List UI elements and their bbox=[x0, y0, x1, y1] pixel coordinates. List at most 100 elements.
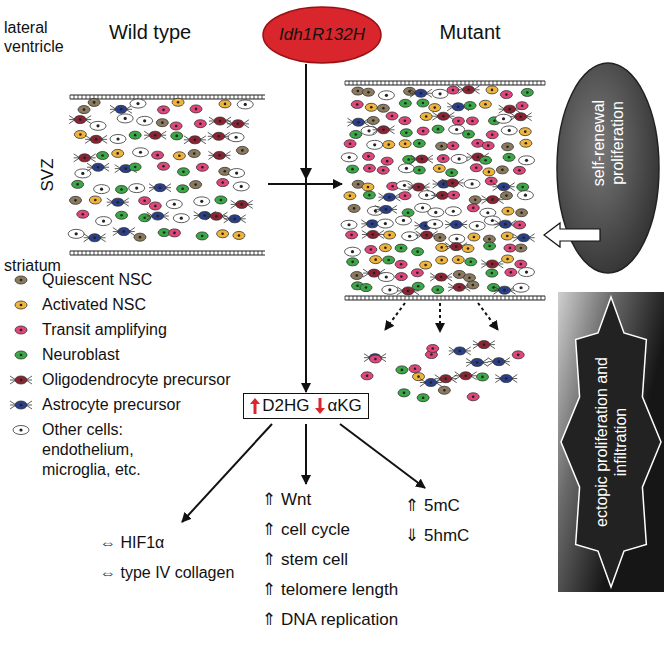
cell bbox=[513, 166, 525, 174]
cell bbox=[447, 86, 459, 94]
cell bbox=[345, 247, 361, 256]
cell bbox=[404, 87, 416, 95]
cell bbox=[515, 244, 527, 252]
cell bbox=[520, 139, 532, 147]
cell bbox=[97, 152, 109, 160]
ventricle-wall bbox=[345, 296, 545, 300]
cell bbox=[173, 152, 185, 160]
cell bbox=[402, 209, 414, 217]
cell bbox=[367, 117, 379, 125]
cell bbox=[379, 244, 391, 252]
cell bbox=[224, 215, 246, 223]
cell bbox=[399, 140, 411, 148]
cell bbox=[432, 89, 448, 98]
legend-swatch bbox=[6, 270, 36, 290]
cell bbox=[442, 179, 464, 187]
cell bbox=[116, 211, 128, 219]
panel-heading: Mutant bbox=[439, 20, 500, 44]
cell bbox=[217, 179, 229, 187]
cell-field bbox=[341, 86, 535, 295]
cell bbox=[112, 149, 124, 157]
cell bbox=[469, 196, 481, 204]
legend-label: Neuroblast bbox=[42, 345, 119, 365]
cell bbox=[437, 155, 449, 163]
cell bbox=[402, 232, 418, 241]
cell bbox=[400, 129, 412, 137]
cell bbox=[208, 132, 230, 140]
cell bbox=[417, 99, 429, 107]
cell bbox=[70, 196, 82, 204]
ventricle-wall bbox=[70, 95, 265, 99]
cell bbox=[233, 182, 249, 191]
cell bbox=[94, 185, 110, 194]
cell bbox=[177, 185, 189, 193]
legend-swatch bbox=[6, 295, 36, 315]
oval-node: Idh1R132H bbox=[262, 6, 382, 64]
cell bbox=[373, 126, 395, 134]
cell bbox=[417, 127, 429, 135]
cell bbox=[500, 192, 512, 200]
cell bbox=[90, 121, 106, 130]
cell bbox=[412, 248, 424, 256]
cell bbox=[231, 200, 253, 208]
cell bbox=[516, 102, 528, 110]
cell bbox=[495, 375, 517, 383]
cell bbox=[449, 125, 465, 134]
cell bbox=[519, 156, 535, 165]
cell bbox=[110, 105, 132, 113]
cell bbox=[503, 153, 515, 161]
legend-swatch bbox=[6, 395, 36, 415]
cell bbox=[432, 112, 454, 120]
cell bbox=[445, 221, 467, 229]
legend-row: Neuroblast bbox=[6, 345, 119, 365]
cell bbox=[399, 192, 411, 200]
cell bbox=[496, 166, 508, 174]
cell bbox=[502, 255, 514, 263]
cell bbox=[188, 150, 200, 158]
cell bbox=[110, 134, 126, 143]
cell bbox=[409, 365, 421, 373]
cell bbox=[434, 234, 446, 242]
cell bbox=[398, 389, 410, 397]
cell bbox=[382, 285, 398, 294]
cell bbox=[488, 358, 510, 366]
cell bbox=[420, 112, 432, 120]
cell bbox=[184, 136, 206, 144]
cell bbox=[451, 154, 467, 163]
cell bbox=[237, 100, 253, 109]
cell bbox=[377, 219, 393, 228]
cell bbox=[473, 341, 495, 349]
cell bbox=[362, 88, 374, 96]
cell bbox=[466, 358, 488, 366]
effect-arrow bbox=[305, 424, 307, 484]
cell bbox=[519, 268, 535, 277]
cell bbox=[466, 117, 478, 125]
metabolite-label: αKG bbox=[327, 396, 361, 416]
cell bbox=[502, 207, 514, 215]
gene-label: Idh1R132H bbox=[279, 25, 365, 45]
effect-label: ⇑ Wnt bbox=[262, 490, 311, 510]
cell bbox=[514, 221, 526, 229]
region-label: lateral ventricle bbox=[4, 18, 76, 56]
cell bbox=[227, 120, 249, 128]
legend-label: Astrocyte precursor bbox=[42, 395, 181, 415]
cell bbox=[467, 281, 479, 289]
cell bbox=[365, 246, 377, 254]
cell bbox=[74, 130, 86, 138]
cell bbox=[435, 375, 457, 383]
cell bbox=[115, 185, 127, 193]
cell bbox=[485, 177, 497, 185]
cell bbox=[448, 191, 460, 199]
cell bbox=[420, 379, 442, 387]
cell bbox=[417, 394, 429, 402]
cell bbox=[217, 230, 229, 238]
cell bbox=[172, 98, 184, 106]
cell bbox=[512, 351, 524, 359]
cell bbox=[10, 376, 32, 384]
legend-row: Other cells: endothelium, microglia, etc… bbox=[6, 420, 160, 480]
cell bbox=[412, 282, 424, 290]
cell bbox=[482, 196, 504, 204]
cell bbox=[362, 183, 374, 191]
cell bbox=[494, 286, 516, 294]
cell bbox=[133, 148, 149, 157]
